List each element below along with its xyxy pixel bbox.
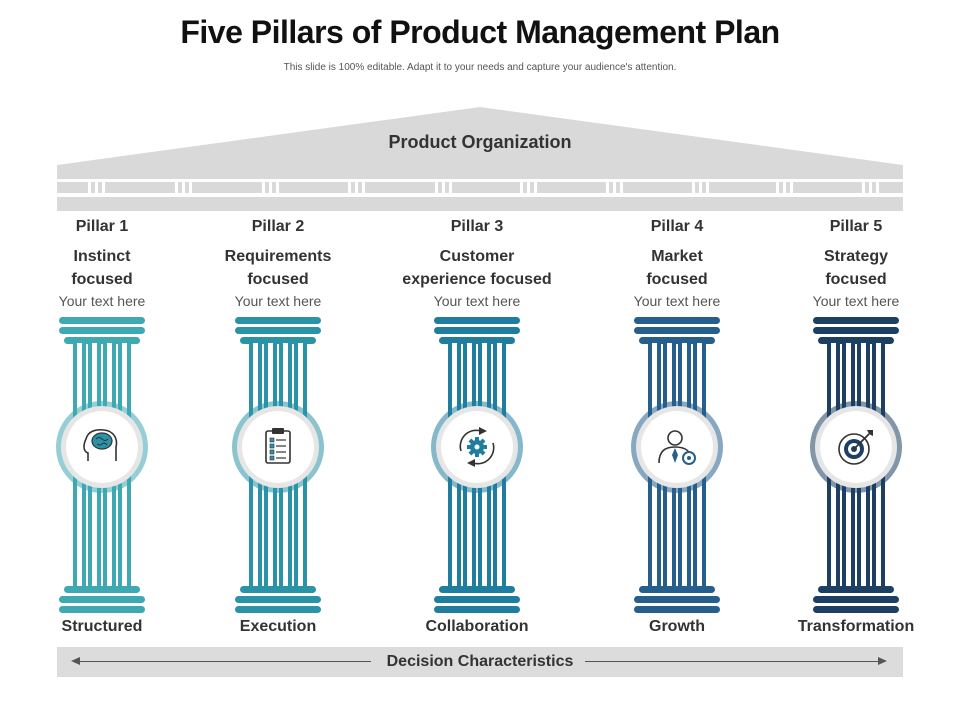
roof-frieze (57, 182, 903, 193)
pillar-1-note: Your text here (58, 293, 146, 309)
pillar-1-desc: Instinct focused (71, 248, 133, 288)
pillar-capital-bar (818, 337, 894, 344)
pillar-4-desc: Market focused (646, 248, 708, 288)
pillar-capital-bar (434, 317, 520, 324)
pillar-base-bar (434, 596, 520, 603)
pillar-base-bar (240, 586, 316, 593)
arrow-right-line (585, 661, 881, 662)
roof-triglyphs (88, 182, 879, 193)
pillar-2-characteristic: Execution (239, 618, 317, 635)
pillar-capital-bar (813, 327, 899, 334)
arrow-left-head (71, 657, 80, 665)
pillar-3-header: Pillar 3 Customer experience focused You… (392, 218, 562, 309)
pillar-capital-bar (634, 317, 720, 324)
pillar-base-bar (639, 586, 715, 593)
slide-subtitle: This slide is 100% editable. Adapt it to… (283, 62, 677, 73)
pillar-base-bar (59, 596, 145, 603)
brain-head-icon (83, 428, 118, 461)
pillar-3-desc: Customer experience focused (402, 248, 552, 288)
pillar-3-column (431, 317, 523, 613)
pillar-base-bar (434, 606, 520, 613)
roof-band (57, 165, 903, 179)
pillar-capital-bar (240, 337, 316, 344)
pillar-base-bar (64, 586, 140, 593)
pillar-base-bar (634, 606, 720, 613)
pillar-3-characteristic: Collaboration (425, 618, 529, 635)
pillar-capital-bar (235, 327, 321, 334)
pillar-3-label: Pillar 3 (450, 218, 504, 235)
pillar-capital-bar (434, 327, 520, 334)
pillar-4-header: Pillar 4 Market focused Your text here (592, 218, 762, 309)
businessman-growth-icon (658, 430, 696, 465)
pillar-base-bar (439, 586, 515, 593)
pillar-base-bar (818, 586, 894, 593)
slide-title: Five Pillars of Product Management Plan (180, 14, 780, 50)
pillar-5-characteristic: Transformation (797, 618, 915, 635)
target-arrow-icon (838, 430, 873, 465)
pillar-1-label: Pillar 1 (75, 218, 129, 235)
roof-label: Product Organization (388, 132, 572, 152)
pillar-2-column (232, 317, 324, 613)
pillar-capital-bar (59, 327, 145, 334)
decision-label: Decision Characteristics (386, 653, 574, 670)
pillar-5-desc: Strategy focused (823, 248, 889, 288)
pillar-base-bar (235, 596, 321, 603)
pillar-4-column (631, 317, 723, 613)
decision-bar: Decision Characteristics (57, 647, 903, 677)
arrow-left-line (77, 661, 371, 662)
pillar-2-desc: Requirements focused (224, 248, 332, 288)
pillar-capital-bar (439, 337, 515, 344)
pillar-capital-bar (813, 317, 899, 324)
clipboard-checklist-icon (265, 428, 291, 464)
pillar-base-bar (813, 596, 899, 603)
roof (57, 107, 903, 211)
pillar-base-bar (634, 596, 720, 603)
pillar-4-characteristic: Growth (649, 618, 705, 635)
arrow-right-head (878, 657, 887, 665)
roof-architrave (57, 197, 903, 211)
pillar-base-bar (59, 606, 145, 613)
gear-cycle-icon (459, 427, 495, 467)
pillar-1-characteristic: Structured (61, 618, 143, 635)
pillar-base-bar (813, 606, 899, 613)
pillar-base-bar (235, 606, 321, 613)
pillar-capital-bar (59, 317, 145, 324)
pillar-3-note: Your text here (433, 293, 521, 309)
pillar-5-column (810, 317, 902, 613)
pillar-1-column (56, 317, 148, 613)
pillar-2-header: Pillar 2 Requirements focused Your text … (193, 218, 363, 309)
pillar-2-note: Your text here (234, 293, 322, 309)
pillar-capital-bar (235, 317, 321, 324)
pillar-capital-bar (639, 337, 715, 344)
pillar-5-header: Pillar 5 Strategy focused Your text here (771, 218, 941, 309)
pillar-2-label: Pillar 2 (251, 218, 305, 235)
pillar-5-label: Pillar 5 (829, 218, 883, 235)
pillar-4-note: Your text here (633, 293, 721, 309)
roof-pediment (57, 107, 903, 165)
pillar-1-header: Pillar 1 Instinct focused Your text here (17, 218, 187, 309)
pillar-capital-bar (634, 327, 720, 334)
pillar-4-label: Pillar 4 (650, 218, 704, 235)
pillar-capital-bar (64, 337, 140, 344)
pillar-5-note: Your text here (812, 293, 900, 309)
